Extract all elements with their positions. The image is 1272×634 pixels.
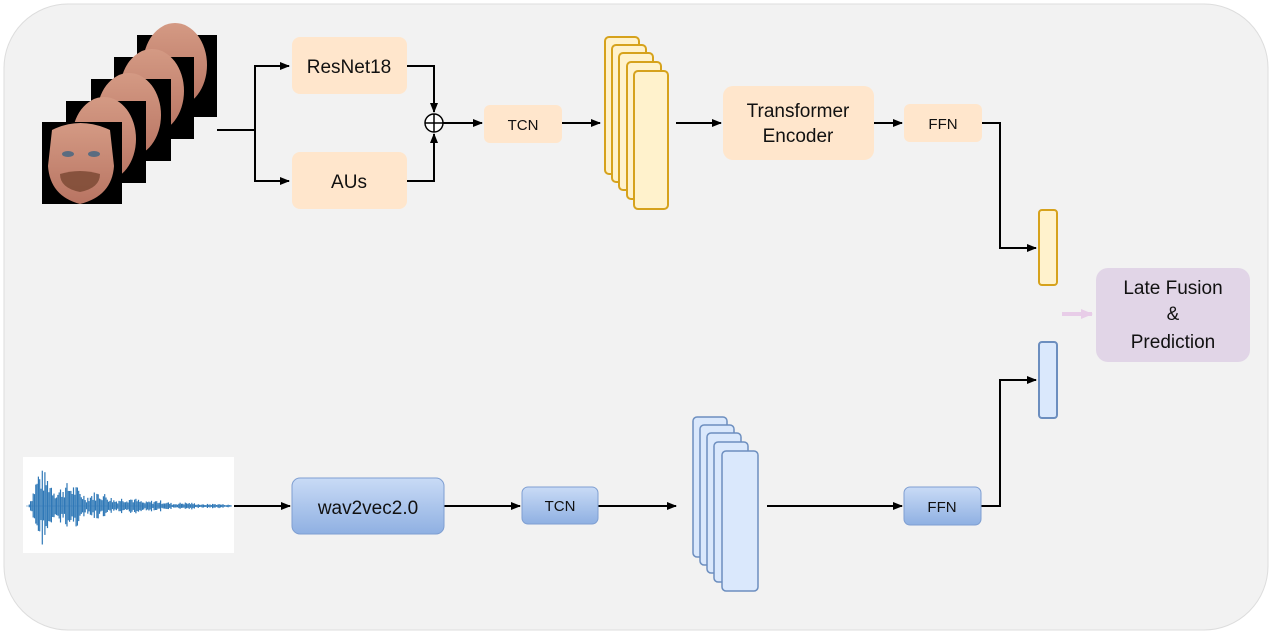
face-frames: [42, 23, 217, 204]
audio-waveform: [23, 457, 234, 553]
visual-branch-arrows: [217, 62, 1037, 252]
resnet18-block: ResNet18: [292, 37, 407, 94]
wav2vec-label: wav2vec2.0: [317, 498, 418, 519]
resnet18-label: ResNet18: [307, 57, 392, 78]
visual-ffn-label: FFN: [928, 116, 957, 133]
visual-ffn-block: FFN: [904, 104, 982, 142]
late-fusion-block: Late Fusion & Prediction: [1096, 268, 1250, 362]
visual-output-vector: [1038, 209, 1058, 286]
aus-label: AUs: [331, 172, 367, 193]
transformer-encoder-block: Transformer Encoder: [723, 86, 874, 160]
audio-feature-stack: [692, 416, 759, 592]
audio-tcn-label: TCN: [545, 498, 576, 515]
audio-ffn-label: FFN: [927, 499, 956, 516]
fusion-label-line3: Prediction: [1131, 332, 1216, 353]
audio-branch-arrows: [234, 376, 1037, 510]
fusion-label-line2: &: [1167, 304, 1180, 325]
fusion-label-line1: Late Fusion: [1123, 278, 1222, 299]
visual-tcn-label: TCN: [508, 117, 539, 134]
visual-tcn-block: TCN: [484, 105, 562, 143]
encoder-label-line2: Encoder: [763, 126, 834, 147]
audio-tcn-block: TCN: [521, 486, 599, 525]
visual-feature-stack: [604, 36, 669, 210]
audio-output-vector: [1038, 341, 1058, 419]
encoder-label-line1: Transformer: [747, 101, 850, 122]
sum-node: [424, 113, 444, 133]
audio-ffn-block: FFN: [903, 486, 982, 526]
aus-block: AUs: [292, 152, 407, 209]
face-frame: [42, 122, 122, 204]
wav2vec-block: wav2vec2.0: [291, 477, 445, 535]
